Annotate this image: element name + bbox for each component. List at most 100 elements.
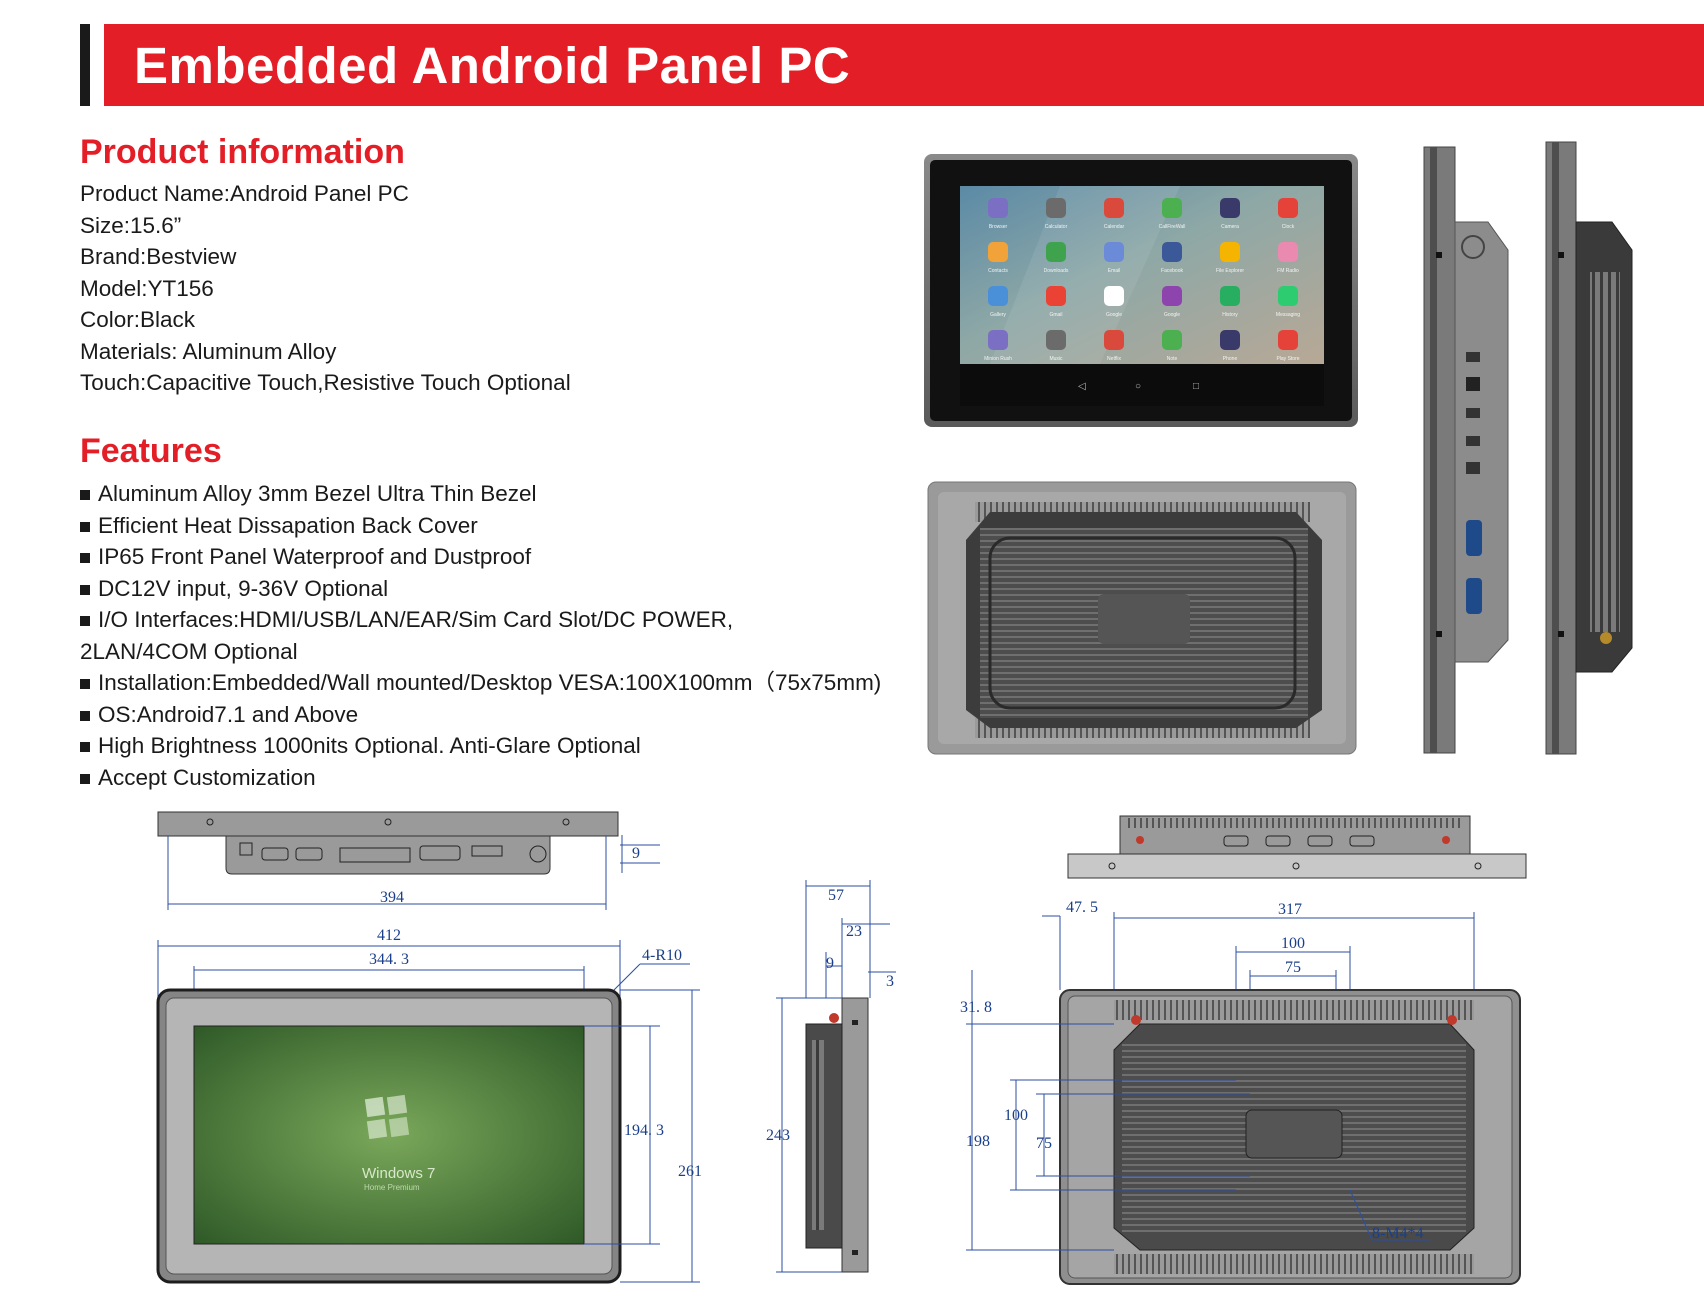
bullet-icon: [80, 742, 90, 752]
dimension-label: 3: [886, 973, 894, 990]
dimension-label: 100: [1004, 1107, 1028, 1124]
app-icon: [1046, 286, 1066, 306]
dimension-label: 23: [846, 923, 862, 940]
app-icon-label: Contacts: [988, 268, 1008, 274]
bullet-icon: [80, 616, 90, 626]
header-banner: [104, 24, 1704, 106]
info-color: Color:Black: [80, 307, 196, 332]
dimension-label: 75: [1285, 959, 1301, 976]
app-icon: [1104, 286, 1124, 306]
feature-item: High Brightness 1000nits Optional. Anti-…: [80, 730, 950, 762]
drawing-front-view: 412 344. 3 4-R10 Windows 7 Home Premium …: [156, 927, 702, 1284]
feature-item: Aluminum Alloy 3mm Bezel Ultra Thin Beze…: [80, 478, 950, 510]
dimension-label: 243: [766, 1127, 790, 1144]
dimension-label: 31. 8: [960, 999, 992, 1016]
app-icon: [1220, 242, 1240, 262]
dimension-label: 394: [380, 889, 404, 906]
dimension-label: 8-M4*4: [1372, 1225, 1424, 1242]
app-icon-label: Music: [1049, 356, 1063, 362]
dimension-label: 100: [1281, 935, 1305, 952]
app-icon: [1104, 198, 1124, 218]
app-icon-label: Note: [1167, 356, 1178, 362]
feature-item: Efficient Heat Dissapation Back Cover: [80, 510, 950, 542]
info-brand: Brand:Bestview: [80, 244, 237, 269]
dimension-label: 317: [1278, 901, 1302, 918]
bullet-icon: [80, 521, 90, 532]
app-icon: [1046, 330, 1066, 350]
app-icon: [1162, 198, 1182, 218]
app-icon: [1278, 198, 1298, 218]
app-icon-label: Calendar: [1104, 224, 1125, 230]
bullet-icon: [80, 710, 90, 721]
dimension-label: 261: [678, 1163, 702, 1180]
app-icon: [1162, 286, 1182, 306]
drawing-side-view: 57 23 9 3 243: [766, 880, 896, 1273]
app-icon-label: History: [1222, 312, 1238, 318]
app-icon: [988, 330, 1008, 350]
product-info-list: Product Name:Android Panel PC Size:15.6”…: [80, 178, 571, 399]
app-icon-label: Browser: [989, 224, 1008, 230]
app-icon: [1220, 330, 1240, 350]
header-accent-bar: [80, 24, 90, 106]
dimension-label: 344. 3: [369, 951, 409, 968]
app-icon: [1104, 242, 1124, 262]
app-icon: [988, 198, 1008, 218]
bullet-icon: [80, 679, 90, 689]
app-icon: [1220, 198, 1240, 218]
feature-item: Accept Customization: [80, 762, 950, 794]
feature-item: IP65 Front Panel Waterproof and Dustproo…: [80, 541, 950, 573]
dimension-label: 47. 5: [1066, 899, 1098, 916]
feature-item: I/O Interfaces:HDMI/USB/LAN/EAR/Sim Card…: [80, 604, 950, 636]
app-icon-label: Minion Rush: [984, 356, 1012, 362]
windows-edition-text: Home Premium: [364, 1183, 420, 1192]
app-icon-label: CallFireWall: [1159, 224, 1186, 230]
app-icon-label: Netflix: [1107, 356, 1121, 362]
app-icon-label: File Explorer: [1216, 268, 1244, 274]
app-icon-label: Clock: [1282, 224, 1295, 230]
app-icon-label: Calculator: [1045, 224, 1068, 230]
back-photo: [927, 481, 1357, 755]
windows-logo-text: Windows 7: [362, 1165, 435, 1182]
features-list: Aluminum Alloy 3mm Bezel Ultra Thin Beze…: [80, 478, 950, 793]
dimension-label: 4-R10: [642, 947, 682, 964]
app-icon-label: Downloads: [1044, 268, 1069, 274]
info-materials: Materials: Aluminum Alloy: [80, 338, 337, 364]
app-icon-label: FM Radio: [1277, 268, 1299, 274]
app-icon: [988, 286, 1008, 306]
feature-item: DC12V input, 9-36V Optional: [80, 573, 950, 605]
feature-item: OS:Android7.1 and Above: [80, 699, 950, 731]
app-icon: [1278, 286, 1298, 306]
app-icon: [1046, 242, 1066, 262]
app-icon: [1278, 330, 1298, 350]
info-touch: Touch:Capacitive Touch,Resistive Touch O…: [80, 370, 571, 395]
drawing-top-view: 9 394: [157, 811, 660, 910]
app-icon-label: Messaging: [1276, 312, 1300, 318]
drawing-rear-view: 47. 5 317 100 75 31. 8 198 100: [960, 815, 1527, 1285]
app-icon: [1220, 286, 1240, 306]
app-icon: [988, 242, 1008, 262]
dimension-label: 75: [1036, 1135, 1052, 1152]
app-icon: [1046, 198, 1066, 218]
features-heading: Features: [80, 432, 222, 470]
info-size: Size:15.6”: [80, 212, 182, 238]
side-photo-left: [1423, 146, 1509, 754]
dimension-label: 9: [632, 845, 640, 862]
app-icon-label: Gmail: [1049, 312, 1062, 318]
nav-home-icon: ○: [1135, 381, 1141, 392]
bullet-icon: [80, 584, 90, 595]
bullet-icon: [80, 490, 90, 500]
app-icon: [1162, 242, 1182, 262]
app-icon-label: Phone: [1223, 356, 1238, 362]
bullet-icon: [80, 553, 90, 563]
info-model: Model:YT156: [80, 275, 214, 301]
app-icon-label: Gallery: [990, 312, 1006, 318]
app-icon-label: Play Store: [1276, 356, 1299, 362]
app-icon: [1162, 330, 1182, 350]
app-icon: [1278, 242, 1298, 262]
dimension-label: 57: [828, 887, 844, 904]
dimension-label: 198: [966, 1133, 990, 1150]
app-icon-label: Email: [1108, 268, 1121, 274]
nav-back-icon: ◁: [1078, 381, 1086, 392]
